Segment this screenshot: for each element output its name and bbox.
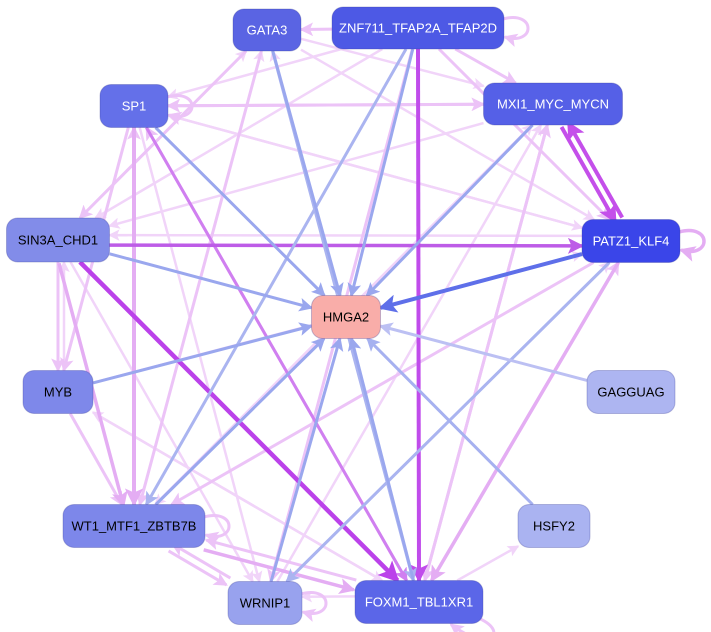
- edge-GATA3-to-MXI1_MYC_MYCN[interactable]: [300, 37, 485, 90]
- self-loop-WT1_MTF1_ZBTB7B[interactable]: [203, 514, 231, 545]
- edge-GATA3-to-HMGA2[interactable]: [271, 50, 344, 298]
- node-GATA3[interactable]: GATA3: [232, 8, 302, 52]
- node-MXI1_MYC_MYCN[interactable]: MXI1_MYC_MYCN: [483, 82, 623, 126]
- node-PATZ1_KLF4[interactable]: PATZ1_KLF4: [581, 219, 681, 263]
- node-shape[interactable]: [227, 581, 303, 625]
- node-HMGA2[interactable]: HMGA2: [311, 295, 381, 339]
- edge-WRNIP1-to-WT1_MTF1_ZBTB7B[interactable]: [171, 542, 232, 580]
- edge-SIN3A_CHD1-to-HMGA2[interactable]: [109, 252, 314, 312]
- edge-PATZ1_KLF4-to-WRNIP1[interactable]: [285, 261, 611, 583]
- self-loop-PATZ1_KLF4[interactable]: [678, 228, 706, 262]
- node-shape[interactable]: [517, 504, 591, 548]
- node-shape[interactable]: [62, 504, 206, 548]
- edge-SP1-to-HMGA2[interactable]: [154, 126, 326, 297]
- edge-PATZ1_KLF4-to-FOXM1_TBL1XR1[interactable]: [430, 261, 620, 583]
- edge-PATZ1_KLF4-to-HMGA2[interactable]: [378, 252, 583, 313]
- node-SIN3A_CHD1[interactable]: SIN3A_CHD1: [6, 217, 110, 263]
- self-loop-layer: [166, 16, 706, 632]
- edge-PATZ1_KLF4-to-SIN3A_CHD1[interactable]: [108, 229, 583, 241]
- edge-FOXM1_TBL1XR1-to-HMGA2[interactable]: [347, 336, 415, 581]
- edge-ZNF711_TFAP2A_TFAP2D-to-FOXM1_TBL1XR1[interactable]: [409, 48, 429, 583]
- edge-GATA3-to-PATZ1_KLF4[interactable]: [300, 48, 596, 221]
- node-shape[interactable]: [354, 580, 484, 624]
- edge-FOXM1_TBL1XR1-to-WT1_MTF1_ZBTB7B[interactable]: [204, 536, 357, 582]
- node-WRNIP1[interactable]: WRNIP1: [227, 581, 303, 625]
- node-shape[interactable]: [22, 370, 94, 414]
- edge-WT1_MTF1_ZBTB7B-to-WRNIP1[interactable]: [167, 549, 228, 587]
- node-WT1_MTF1_ZBTB7B[interactable]: WT1_MTF1_ZBTB7B: [62, 504, 206, 548]
- node-shape[interactable]: [586, 370, 676, 414]
- edge-ZNF711_TFAP2A_TFAP2D-to-WT1_MTF1_ZBTB7B[interactable]: [144, 48, 408, 506]
- edge-WT1_MTF1_ZBTB7B-to-FOXM1_TBL1XR1[interactable]: [203, 548, 356, 594]
- node-shape[interactable]: [483, 82, 623, 126]
- edge-SIN3A_CHD1-to-PATZ1_KLF4[interactable]: [109, 237, 585, 254]
- edge-MYB-to-WT1_MTF1_ZBTB7B[interactable]: [68, 412, 124, 507]
- edge-GAGGUAG-to-HMGA2[interactable]: [378, 322, 588, 382]
- node-shape[interactable]: [99, 84, 169, 128]
- node-GAGGUAG[interactable]: GAGGUAG: [586, 370, 676, 414]
- edge-PATZ1_KLF4-to-SP1[interactable]: [166, 112, 583, 229]
- edge-MYB-to-FOXM1_TBL1XR1[interactable]: [92, 411, 384, 582]
- node-MYB[interactable]: MYB: [22, 370, 94, 414]
- node-ZNF711_TFAP2A_TFAP2D[interactable]: ZNF711_TFAP2A_TFAP2D: [331, 6, 505, 50]
- edge-HSFY2-to-HMGA2[interactable]: [366, 337, 534, 506]
- edge-PATZ1_KLF4-to-MXI1_MYC_MYCN[interactable]: [566, 121, 624, 219]
- node-shape[interactable]: [232, 8, 302, 52]
- node-shape[interactable]: [581, 219, 681, 263]
- node-HSFY2[interactable]: HSFY2: [517, 504, 591, 548]
- edge-MXI1_MYC_MYCN-to-PATZ1_KLF4[interactable]: [559, 126, 618, 224]
- node-shape[interactable]: [311, 295, 381, 339]
- node-SP1[interactable]: SP1: [99, 84, 169, 128]
- node-FOXM1_TBL1XR1[interactable]: FOXM1_TBL1XR1: [354, 580, 484, 624]
- node-shape[interactable]: [6, 217, 110, 263]
- edge-MXI1_MYC_MYCN-to-SIN3A_CHD1[interactable]: [108, 121, 484, 229]
- edge-ZNF711_TFAP2A_TFAP2D-to-MXI1_MYC_MYCN[interactable]: [454, 47, 518, 85]
- edge-WRNIP1-to-HMGA2[interactable]: [269, 336, 344, 582]
- self-loop-SP1[interactable]: [166, 94, 194, 125]
- self-loop-ZNF711_TFAP2A_TFAP2D[interactable]: [502, 16, 530, 47]
- node-layer: GATA3 ZNF711_TFAP2A_TFAP2D SP1 MXI1_MYC_MYC…: [6, 6, 681, 625]
- edge-MXI1_MYC_MYCN-to-SP1[interactable]: [166, 98, 484, 113]
- edge-WT1_MTF1_ZBTB7B-to-HMGA2[interactable]: [154, 337, 326, 506]
- node-shape[interactable]: [331, 6, 505, 50]
- edge-ZNF711_TFAP2A_TFAP2D-to-HMGA2[interactable]: [347, 48, 415, 298]
- edge-FOXM1_TBL1XR1-to-HSFY2[interactable]: [456, 545, 520, 582]
- edge-PATZ1_KLF4-to-WT1_MTF1_ZBTB7B[interactable]: [170, 261, 595, 506]
- edge-MXI1_MYC_MYCN-to-HMGA2[interactable]: [365, 123, 534, 297]
- edge-MYB-to-HMGA2[interactable]: [92, 322, 314, 385]
- self-loop-WRNIP1[interactable]: [300, 591, 328, 622]
- edge-WRNIP1-to-MXI1_MYC_MYCN[interactable]: [276, 123, 542, 583]
